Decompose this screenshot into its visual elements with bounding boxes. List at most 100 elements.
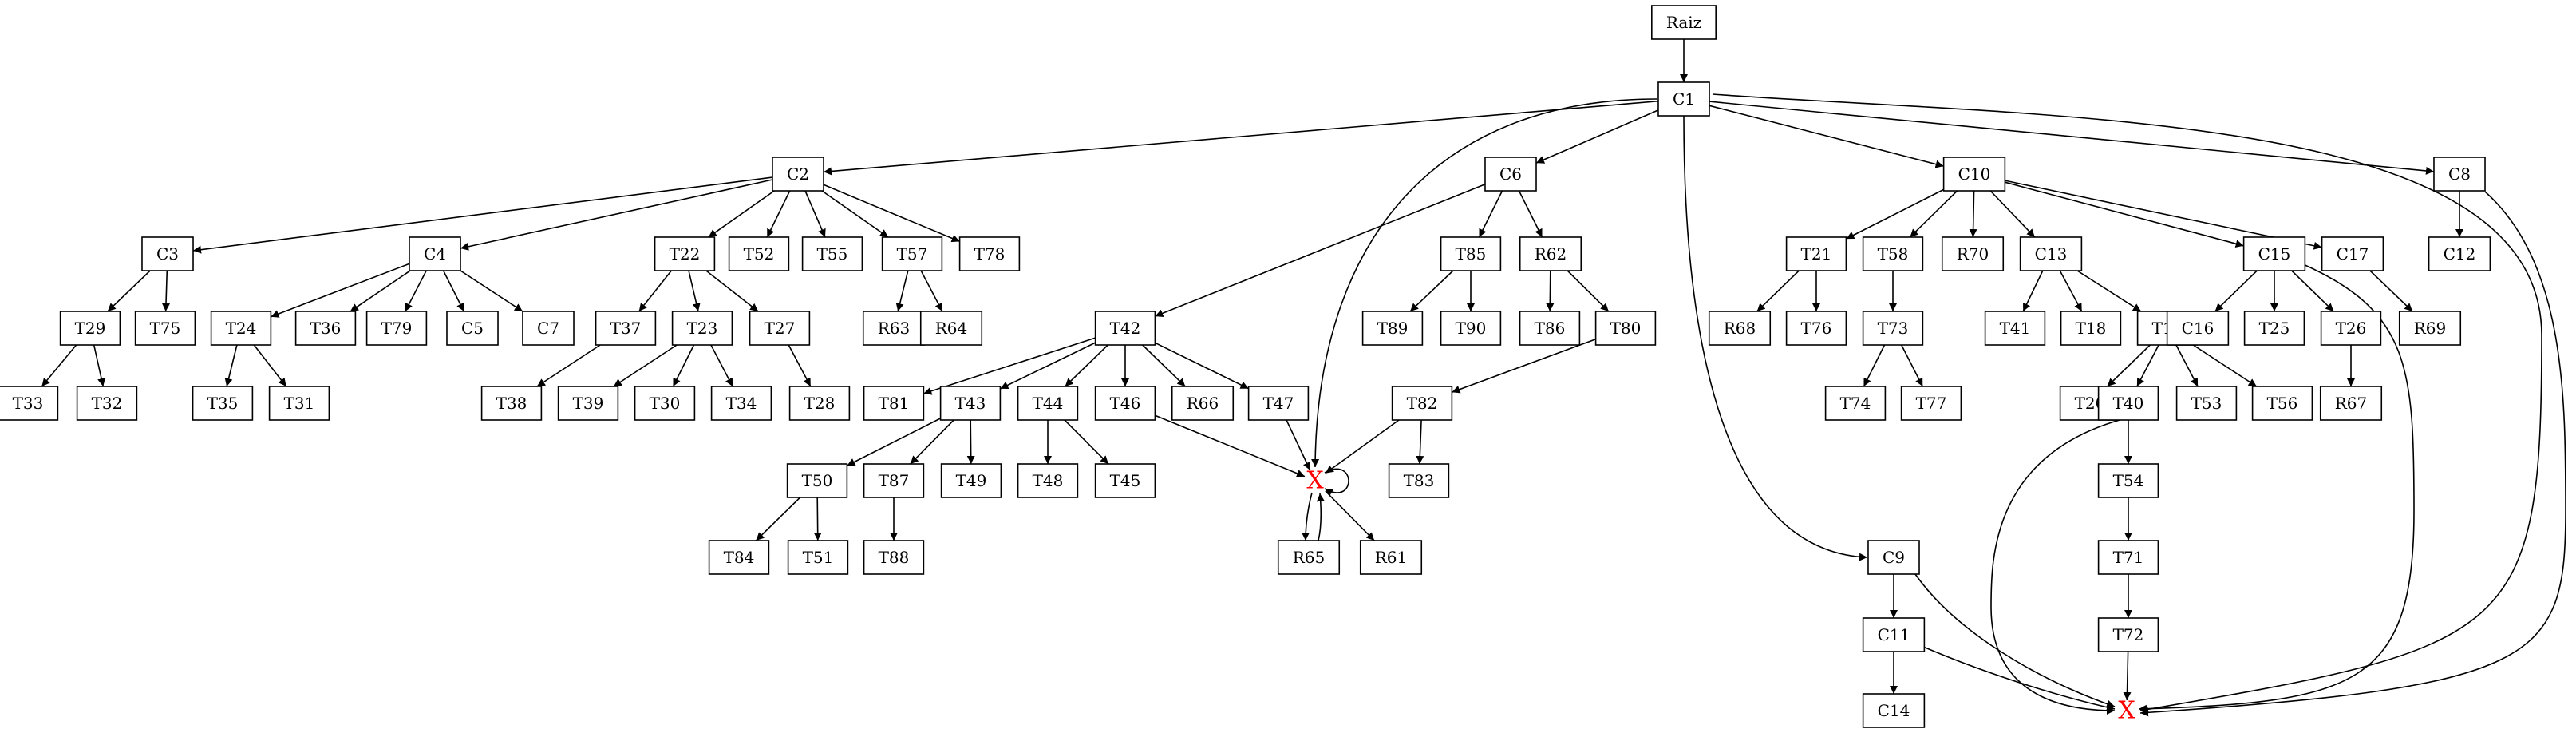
node-t31: T31 bbox=[268, 386, 330, 421]
node-label: T49 bbox=[956, 471, 987, 490]
node-box bbox=[1359, 540, 1423, 575]
node-box bbox=[134, 311, 196, 346]
node-box bbox=[863, 540, 925, 575]
node-raiz: Raiz bbox=[1651, 5, 1717, 40]
node-box bbox=[0, 386, 59, 421]
node-label: T52 bbox=[744, 244, 775, 263]
edge-c8-to-x2 bbox=[2139, 191, 2566, 717]
edge-c1-to-x2 bbox=[1712, 93, 2542, 714]
node-t48: T48 bbox=[1017, 463, 1079, 498]
node-label: T56 bbox=[2267, 394, 2298, 413]
node-label: C9 bbox=[1883, 548, 1905, 567]
node-t80: T80 bbox=[1594, 311, 1657, 346]
node-box bbox=[1017, 463, 1079, 498]
node-box bbox=[788, 386, 851, 421]
node-label: T23 bbox=[687, 319, 718, 338]
edge-t23-to-t34 bbox=[710, 344, 733, 387]
node-label: T48 bbox=[1033, 471, 1064, 490]
node-label: C15 bbox=[2258, 244, 2291, 263]
node-box bbox=[1657, 81, 1710, 117]
node-label: C4 bbox=[424, 244, 446, 263]
node-t51: T51 bbox=[787, 540, 849, 575]
edge-t43-to-t50 bbox=[847, 418, 941, 466]
edge-c6-to-t42 bbox=[1155, 184, 1486, 318]
node-r68: R68 bbox=[1708, 311, 1772, 346]
edge-t24-to-t35 bbox=[224, 344, 238, 387]
node-t86: T86 bbox=[1519, 311, 1581, 346]
node-label: T22 bbox=[670, 244, 701, 263]
edge-c10-to-c15 bbox=[2005, 181, 2244, 248]
node-label: T54 bbox=[2113, 471, 2144, 490]
edge-c2-to-t78 bbox=[823, 184, 960, 243]
node-box bbox=[141, 236, 194, 271]
node-box bbox=[2321, 236, 2384, 271]
node-c1: C1 bbox=[1657, 81, 1710, 117]
node-box bbox=[1094, 311, 1156, 346]
node-box bbox=[940, 463, 1002, 498]
node-label: T81 bbox=[879, 394, 910, 413]
edge-t19-to-t40 bbox=[2136, 344, 2159, 387]
node-box bbox=[2097, 617, 2159, 652]
node-label: T55 bbox=[817, 244, 848, 263]
node-label: C7 bbox=[537, 319, 559, 338]
node-box bbox=[1862, 693, 1926, 728]
node-t45: T45 bbox=[1094, 463, 1156, 498]
edge-t80-to-t82 bbox=[1452, 339, 1596, 394]
node-label: T47 bbox=[1263, 394, 1294, 413]
node-label: T80 bbox=[1610, 319, 1642, 338]
node-x1: X bbox=[1306, 467, 1324, 495]
node-t84: T84 bbox=[708, 540, 770, 575]
node-t83: T83 bbox=[1388, 463, 1450, 498]
edge-t50-to-t84 bbox=[755, 497, 801, 541]
node-box bbox=[862, 311, 926, 346]
node-box bbox=[210, 311, 272, 346]
node-label: T28 bbox=[804, 394, 836, 413]
edge-t19-to-t53 bbox=[2175, 344, 2199, 387]
node-box bbox=[939, 386, 1002, 421]
node-box bbox=[2175, 386, 2238, 421]
edge-t46-to-x1 bbox=[1155, 414, 1306, 477]
edge-c2-to-t52 bbox=[766, 190, 791, 238]
edge-c3-to-t29 bbox=[107, 270, 151, 312]
node-r63: R63 bbox=[862, 311, 926, 346]
node-box bbox=[881, 236, 943, 271]
edge-t24-to-t31 bbox=[253, 344, 287, 387]
node-t30: T30 bbox=[634, 386, 696, 421]
edge-t22-to-t23 bbox=[688, 270, 701, 312]
edge-c2-to-c4 bbox=[460, 179, 773, 251]
node-box bbox=[728, 236, 790, 271]
node-label: C13 bbox=[2035, 244, 2068, 263]
edge-c2-to-t55 bbox=[804, 190, 826, 238]
node-c16: C16 bbox=[2166, 311, 2230, 346]
edge-t42-to-t43 bbox=[1000, 342, 1096, 390]
node-label: R63 bbox=[878, 319, 911, 338]
node-box bbox=[1867, 540, 1920, 575]
edge-c1-to-x1 bbox=[1311, 98, 1657, 468]
node-t90: T90 bbox=[1440, 311, 1502, 346]
edge-t82-to-t83 bbox=[1416, 419, 1424, 465]
node-t35: T35 bbox=[192, 386, 254, 421]
node-label: T78 bbox=[974, 244, 1006, 263]
node-box bbox=[1519, 236, 1582, 271]
node-box bbox=[919, 311, 983, 346]
edge-c10-to-c17 bbox=[2005, 180, 2322, 250]
node-label: T84 bbox=[724, 548, 755, 567]
node-box bbox=[409, 236, 461, 271]
node-box bbox=[2243, 311, 2305, 346]
node-label: R70 bbox=[1957, 244, 1989, 263]
node-label: T83 bbox=[1404, 471, 1435, 490]
node-box bbox=[1708, 311, 1772, 346]
edge-x1-to-r65 bbox=[1302, 492, 1313, 541]
node-label: C16 bbox=[2182, 319, 2214, 338]
node-box bbox=[1824, 386, 1887, 421]
node-label: T26 bbox=[2336, 319, 2367, 338]
edge-t72-to-x2 bbox=[2123, 651, 2132, 701]
node-t56: T56 bbox=[2251, 386, 2313, 421]
node-box bbox=[2097, 540, 2159, 575]
node-c10: C10 bbox=[1942, 157, 2006, 192]
node-c2: C2 bbox=[772, 157, 824, 192]
node-label: T51 bbox=[803, 548, 834, 567]
node-label: T71 bbox=[2113, 548, 2144, 567]
node-t73: T73 bbox=[1862, 311, 1924, 346]
